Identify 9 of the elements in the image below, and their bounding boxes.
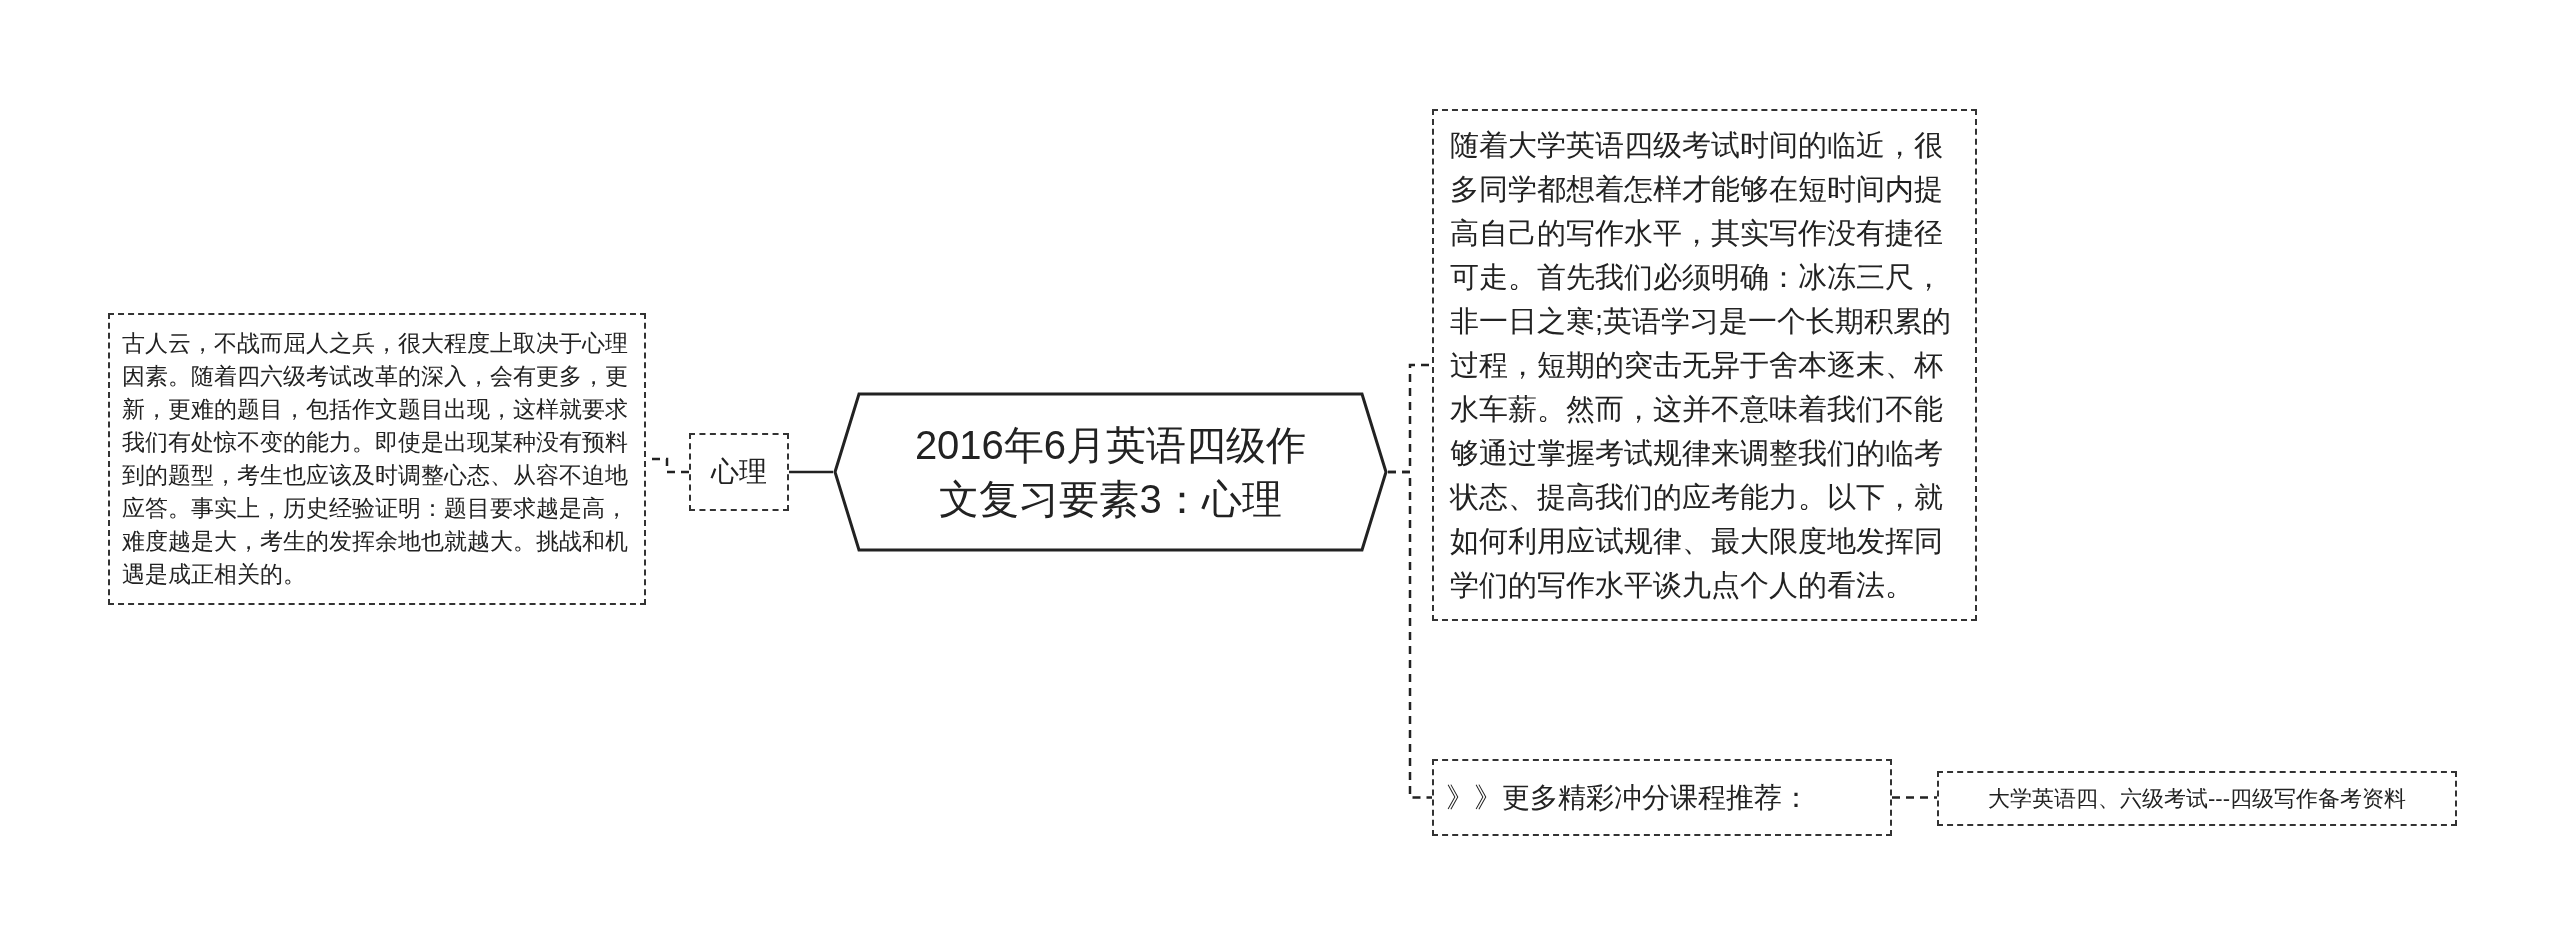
connector-line xyxy=(1388,470,1432,799)
topic-hexagon: 2016年6月英语四级作文复习要素3：心理 xyxy=(833,392,1388,552)
connector-line xyxy=(1892,796,1937,799)
text-box: 大学英语四、六级考试---四级写作备考资料 xyxy=(1937,771,2457,826)
text-box: 随着大学英语四级考试时间的临近，很多同学都想着怎样才能够在短时间内提高自己的写作水平，其实写作没有捷径可走。首先我们必须明确：冰冻三尺，非一日之寒;英语学习是一个长期积累的过程，短期的突击无异于舍本逐末、杯水车薪。然而，这并不意味着我们不能够通过掌握考试规律来调整我们的临考状态、提高我们的应考能力。以下，就如何利用应试规律、最大限度地发挥同学们的写作水平谈九点个人的看法。 xyxy=(1432,109,1977,621)
text-box: 古人云，不战而屈人之兵，很大程度上取决于心理因素。随着四六级考试改革的深入，会有更多，更新，更难的题目，包括作文题目出现，这样就要求我们有处惊不变的能力。即使是出现某种没有预料到的题型，考生也应该及时调整心态、从容不迫地应答。事实上，历史经验证明：题目要求越是高，难度越是大，考生的发挥余地也就越大。挑战和机遇是成正相关的。 xyxy=(108,313,646,605)
subtopic-box: 心理 xyxy=(689,433,789,511)
connector-line xyxy=(789,470,833,474)
text-box: 》》更多精彩冲分课程推荐： xyxy=(1432,759,1892,836)
